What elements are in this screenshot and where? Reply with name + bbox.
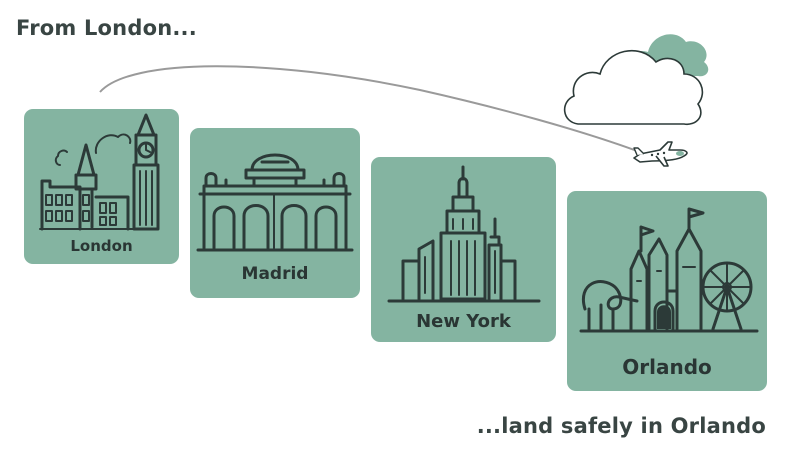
newyork-landmark-icon: [387, 165, 541, 303]
city-label-orlando: Orlando: [622, 355, 712, 379]
airplane-icon: [633, 141, 688, 167]
madrid-landmark-icon: [196, 153, 354, 252]
land-in-orlando-heading: ...land safely in Orlando: [476, 414, 766, 438]
london-landmark-icon: [39, 113, 160, 231]
card-madrid[interactable]: Madrid: [190, 128, 360, 298]
cloud-icon: [563, 34, 709, 126]
card-orlando[interactable]: Orlando: [567, 191, 767, 391]
city-label-madrid: Madrid: [241, 264, 309, 284]
from-london-heading: From London...: [16, 16, 197, 40]
orlando-landmark-icon: [579, 207, 759, 333]
card-london[interactable]: London: [24, 109, 179, 264]
city-label-newyork: New York: [416, 311, 511, 332]
card-newyork[interactable]: New York: [371, 157, 556, 342]
city-label-london: London: [70, 237, 133, 255]
flight-path: [99, 65, 641, 153]
